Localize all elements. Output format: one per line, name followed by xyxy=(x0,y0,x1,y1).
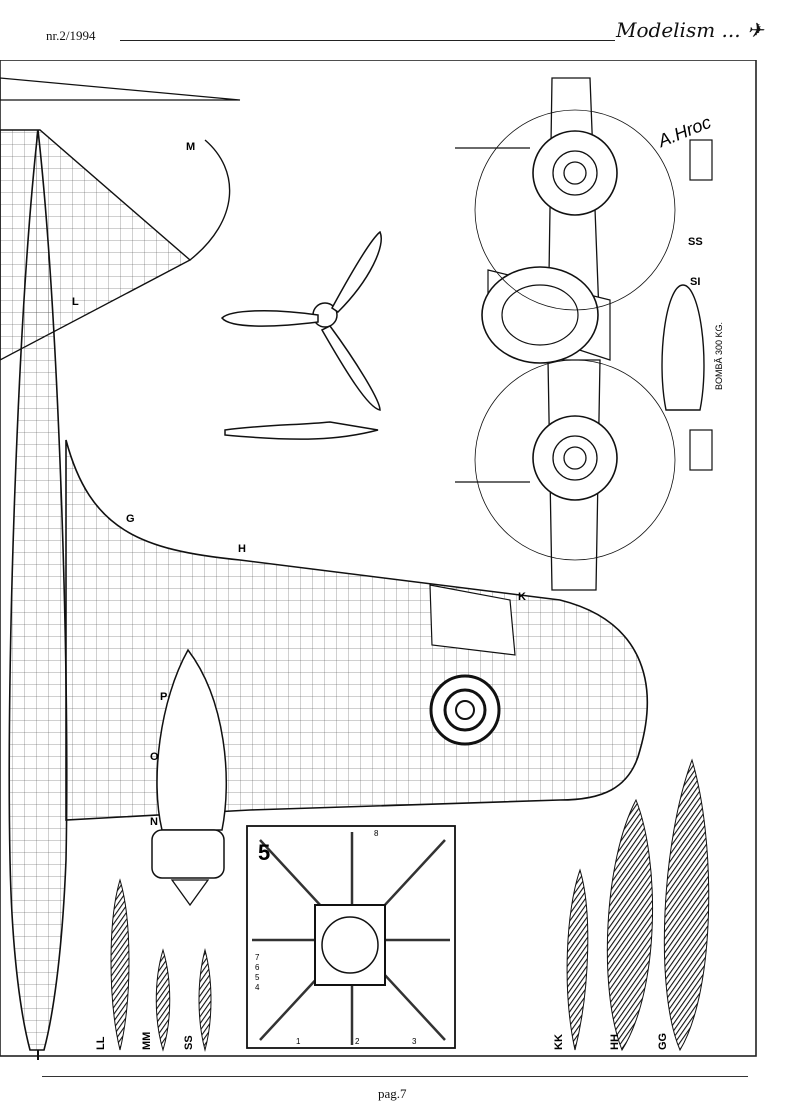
inset-callout: 4 xyxy=(255,983,260,992)
aircraft-plan-drawing: BOMBĂ 300 KG. A.Hroc G H K L M N O P SI … xyxy=(0,60,757,1060)
section-letter: P xyxy=(160,691,167,703)
bomb-label: BOMBĂ 300 KG. xyxy=(714,322,724,390)
section-letter: SS xyxy=(688,236,703,248)
section-letter: G xyxy=(126,513,135,525)
section-letter: SI xyxy=(690,276,700,288)
section-letter: N xyxy=(150,816,158,828)
inset-number: 5 xyxy=(258,840,270,865)
section-label: LL xyxy=(95,1036,107,1050)
inset-callout: 5 xyxy=(255,973,260,982)
bomb-300kg: BOMBĂ 300 KG. xyxy=(661,284,724,411)
section-label: KK xyxy=(553,1034,565,1050)
section-labels: LL MM SS KK HH GG xyxy=(95,1032,669,1050)
header-rule xyxy=(120,40,615,41)
magazine-name: Modelism ... xyxy=(616,18,741,42)
section-label: GG xyxy=(657,1033,669,1050)
section-markers: G H K L M N O P SI SS xyxy=(72,141,703,828)
engine-mount-inset: 5 1 2 3 4 5 6 7 8 xyxy=(246,825,456,1049)
inset-callout: 2 xyxy=(355,1037,360,1046)
section-label: HH xyxy=(609,1034,621,1050)
section-label: MM xyxy=(141,1032,153,1050)
inset-callout: 7 xyxy=(255,953,260,962)
page-number: pag.7 xyxy=(378,1086,407,1101)
inset-callout: 6 xyxy=(255,963,260,972)
section-letter: M xyxy=(186,141,195,153)
issue-number: nr.2/1994 xyxy=(46,28,96,43)
section-letter: O xyxy=(150,751,159,763)
magazine-logo: Modelism ... ✈ xyxy=(616,18,764,42)
front-view xyxy=(455,77,713,591)
section-letter: K xyxy=(518,591,526,603)
footer-rule xyxy=(42,1076,748,1077)
section-letter: H xyxy=(238,543,246,555)
inset-callout: 3 xyxy=(412,1037,417,1046)
section-profiles xyxy=(110,758,710,1052)
airplane-icon: ✈ xyxy=(746,18,764,42)
propeller xyxy=(220,230,382,440)
drawing-frame xyxy=(0,60,757,1057)
section-letter: L xyxy=(72,296,79,308)
inset-callout: 1 xyxy=(296,1037,301,1046)
section-label: SS xyxy=(183,1035,195,1050)
inset-callout: 8 xyxy=(374,829,379,838)
